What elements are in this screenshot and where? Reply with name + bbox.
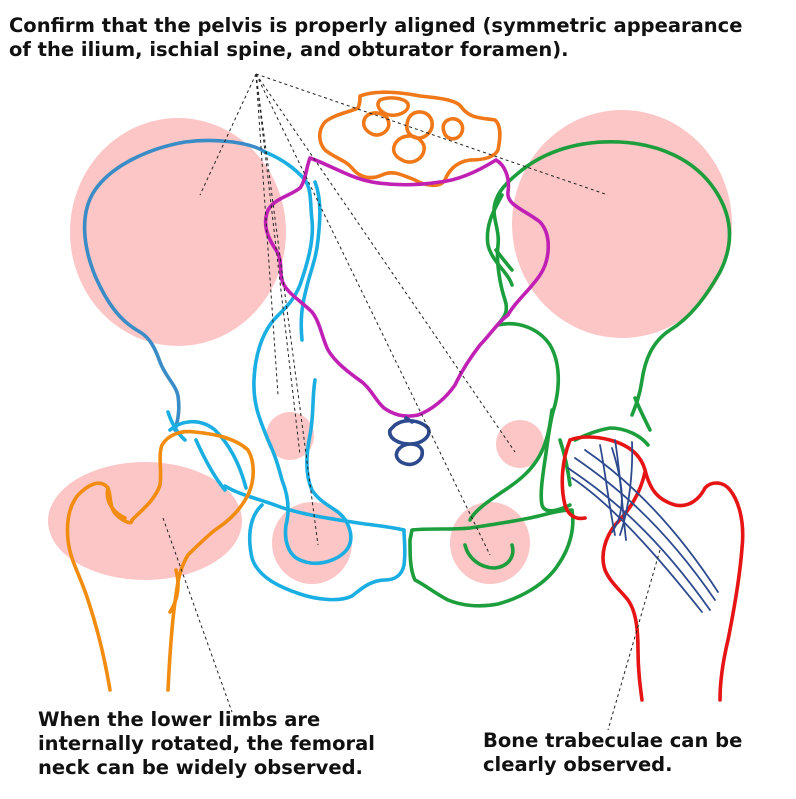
left-hip-bone-outline bbox=[492, 168, 572, 513]
left-ischial-spine-highlight bbox=[496, 420, 544, 468]
right-ischium-pubis bbox=[223, 484, 407, 602]
left-inner-ilium-line bbox=[485, 193, 514, 287]
femoral-neck-leader-line bbox=[162, 517, 233, 713]
femoral-neck-annotation: When the lower limbs are internally rota… bbox=[38, 708, 375, 779]
highlight-zones bbox=[48, 110, 732, 584]
left-femur bbox=[560, 435, 745, 702]
right-femur bbox=[65, 429, 256, 692]
left-obturator-highlight bbox=[450, 502, 530, 584]
right-ilium-highlight bbox=[70, 118, 286, 346]
right-iliac-crest bbox=[82, 138, 267, 432]
right-ischial-spine-highlight bbox=[266, 412, 314, 460]
coccyx bbox=[387, 416, 431, 467]
left-ilium-highlight bbox=[512, 110, 732, 338]
pelvis-alignment-annotation: Confirm that the pelvis is properly alig… bbox=[9, 14, 743, 61]
trabeculae-annotation: Bone trabeculae can be clearly observed. bbox=[483, 729, 743, 776]
left-iliac-crest bbox=[520, 139, 732, 417]
right-obturator-highlight bbox=[272, 502, 352, 584]
sacrum bbox=[317, 90, 502, 188]
trabeculae-leader-line bbox=[607, 549, 661, 731]
right-inner-ilium-line bbox=[299, 180, 322, 342]
pelvic-inlet bbox=[263, 156, 551, 418]
left-obturator-foramen bbox=[463, 408, 554, 570]
right-acetabulum-rim bbox=[166, 410, 248, 492]
bone-trabeculae bbox=[567, 439, 719, 613]
right-hip-bone-outline bbox=[252, 150, 353, 565]
left-ischium-pubis bbox=[408, 508, 575, 608]
alignment-leader-lines bbox=[199, 73, 609, 556]
femoral-neck-highlight bbox=[48, 462, 242, 580]
